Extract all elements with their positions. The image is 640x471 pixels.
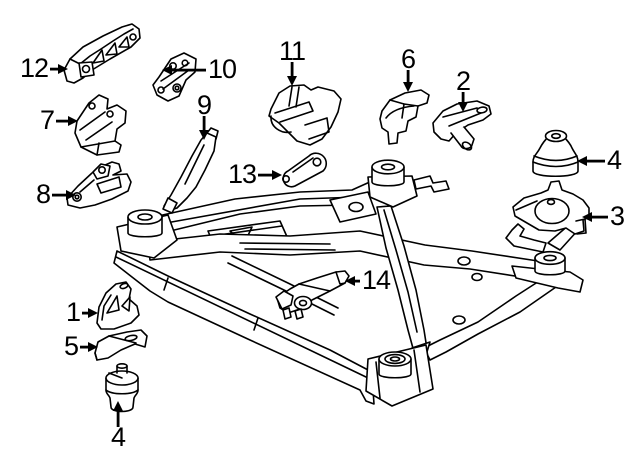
callout-10-label: 10 bbox=[208, 54, 237, 84]
callout-14[interactable]: 14 bbox=[345, 265, 391, 295]
part-4-right-drawing[interactable] bbox=[532, 129, 579, 178]
callout-5[interactable]: 5 bbox=[64, 331, 99, 361]
callout-13-label: 13 bbox=[228, 159, 257, 189]
part-13-drawing[interactable] bbox=[281, 152, 328, 188]
callout-14-label: 14 bbox=[362, 265, 391, 295]
part-12-drawing[interactable] bbox=[63, 23, 141, 84]
part-14-drawing[interactable] bbox=[275, 270, 350, 320]
callout-1[interactable]: 1 bbox=[66, 297, 99, 327]
part-11-drawing[interactable] bbox=[268, 84, 342, 146]
callout-8[interactable]: 8 bbox=[36, 179, 77, 209]
callout-7-label: 7 bbox=[40, 105, 55, 135]
callout-11[interactable]: 11 bbox=[279, 36, 306, 86]
arrow-right-icon bbox=[258, 169, 283, 180]
arrow-down-icon bbox=[199, 116, 210, 140]
callout-4-bottom-label: 4 bbox=[111, 422, 126, 452]
callout-7[interactable]: 7 bbox=[40, 105, 79, 135]
arrow-right-icon bbox=[56, 115, 79, 126]
callout-1-label: 1 bbox=[66, 297, 81, 327]
callout-10[interactable]: 10 bbox=[162, 54, 237, 84]
callout-3[interactable]: 3 bbox=[582, 201, 625, 231]
part-3-drawing[interactable] bbox=[512, 180, 590, 235]
callout-4-right-label: 4 bbox=[607, 145, 622, 175]
arrow-down-icon bbox=[458, 92, 469, 112]
part-7-drawing[interactable] bbox=[74, 94, 127, 156]
callout-2-label: 2 bbox=[456, 66, 471, 96]
arrow-left-icon bbox=[577, 155, 605, 166]
callout-12[interactable]: 12 bbox=[20, 53, 69, 83]
callout-5-label: 5 bbox=[64, 331, 79, 361]
part-2-drawing[interactable] bbox=[432, 100, 492, 151]
part-10-drawing[interactable] bbox=[152, 52, 197, 102]
arrow-down-icon bbox=[287, 62, 298, 86]
part-6-drawing[interactable] bbox=[379, 89, 430, 145]
callout-6[interactable]: 6 bbox=[401, 44, 416, 92]
callout-11-label: 11 bbox=[279, 36, 306, 66]
callout-3-label: 3 bbox=[610, 201, 625, 231]
part-1-drawing[interactable] bbox=[96, 281, 140, 330]
crossmember-drawing bbox=[113, 159, 584, 407]
part-8-drawing[interactable] bbox=[66, 161, 132, 209]
callout-12-label: 12 bbox=[20, 53, 49, 83]
arrow-left-icon bbox=[582, 211, 608, 222]
callout-9[interactable]: 9 bbox=[197, 90, 212, 140]
callout-4-bottom[interactable]: 4 bbox=[111, 401, 126, 452]
arrow-down-icon bbox=[403, 70, 414, 92]
part-5-drawing[interactable] bbox=[94, 329, 148, 361]
arrow-right-icon bbox=[52, 189, 77, 200]
callout-13[interactable]: 13 bbox=[228, 159, 283, 189]
arrow-up-icon bbox=[113, 401, 124, 427]
part-9-drawing[interactable] bbox=[162, 127, 219, 214]
callout-4-right[interactable]: 4 bbox=[577, 145, 622, 175]
callout-9-label: 9 bbox=[197, 90, 212, 120]
arrow-left-icon bbox=[345, 275, 360, 286]
arrow-right-icon bbox=[50, 63, 69, 74]
part-4-bottom-drawing[interactable] bbox=[105, 362, 139, 413]
callout-2[interactable]: 2 bbox=[456, 66, 471, 112]
arrow-right-icon bbox=[82, 307, 99, 318]
arrow-left-icon bbox=[162, 64, 206, 75]
arrow-right-icon bbox=[80, 341, 99, 352]
callout-6-label: 6 bbox=[401, 44, 416, 74]
callout-8-label: 8 bbox=[36, 179, 51, 209]
